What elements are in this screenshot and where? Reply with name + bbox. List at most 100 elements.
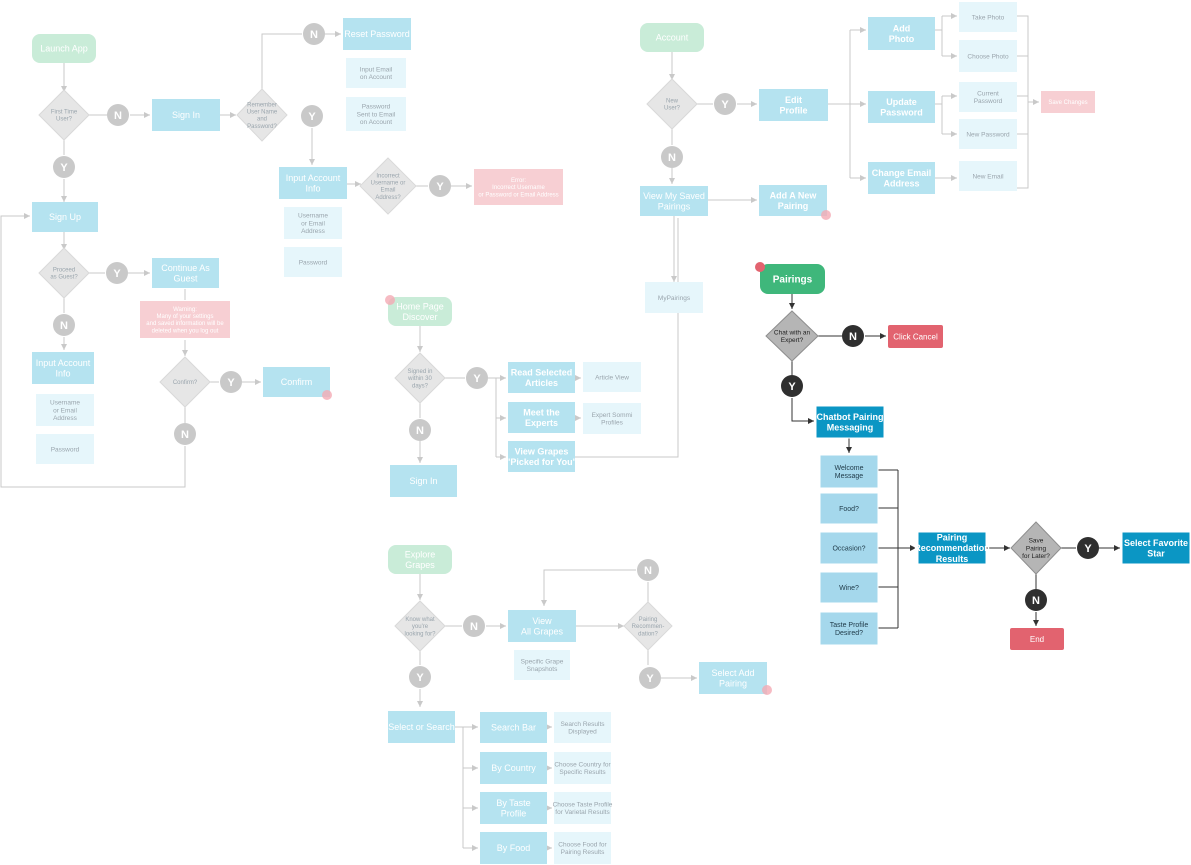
svg-text:N: N: [181, 429, 189, 441]
svg-text:Y: Y: [113, 268, 121, 280]
view-grapes-node[interactable]: View Grapes"Picked for You": [506, 441, 577, 472]
yes-badge: Y: [409, 666, 431, 688]
select-search-node[interactable]: Select or Search: [388, 711, 455, 743]
sign-in-node[interactable]: Sign In: [152, 99, 220, 131]
by-country-node[interactable]: By Country: [480, 752, 547, 784]
launch-app-node[interactable]: Launch App: [32, 34, 96, 63]
yes-badge: Y: [781, 375, 803, 397]
search-bar-node[interactable]: Search Bar: [480, 712, 547, 743]
marker-dot: [762, 685, 772, 695]
article-view-node: Article View: [583, 362, 641, 392]
node-label: Save Changes: [1048, 100, 1087, 106]
node-label: New Email: [972, 173, 1004, 180]
marker-dot: [755, 262, 765, 272]
yes-badge: Y: [1077, 537, 1099, 559]
confirm-node[interactable]: Confirm: [263, 367, 330, 397]
node-label: Click Cancel: [893, 332, 938, 341]
node-label: Take Photo: [972, 14, 1005, 21]
svg-text:N: N: [644, 565, 652, 577]
node-label: Account: [656, 33, 689, 43]
no-badge: N: [174, 423, 196, 445]
my-pairings-node: MyPairings: [645, 282, 703, 313]
svg-text:Y: Y: [473, 373, 481, 385]
yes-badge: Y: [429, 175, 451, 197]
home-sign-in-node[interactable]: Sign In: [390, 465, 457, 497]
yes-badge: Y: [714, 93, 736, 115]
node-label: By Food: [497, 843, 531, 853]
node-label: Sign Up: [49, 212, 81, 222]
no-badge: N: [661, 146, 683, 168]
node-label: MyPairings: [658, 295, 691, 302]
node-label: Occasion?: [832, 545, 865, 552]
food-node: Food?: [819, 492, 879, 525]
save-changes-node[interactable]: Save Changes: [1041, 91, 1095, 113]
click-cancel-node[interactable]: Click Cancel: [888, 325, 943, 348]
node-label: New Password: [966, 131, 1010, 138]
account-node[interactable]: Account: [640, 23, 704, 52]
node-label: Search Bar: [491, 723, 536, 733]
occasion-node: Occasion?: [819, 531, 879, 565]
svg-text:Y: Y: [1084, 543, 1092, 555]
end-node: End: [1010, 628, 1064, 650]
node-label: Password: [51, 446, 80, 453]
reset-password-node[interactable]: Reset Password: [343, 18, 411, 50]
pairings-start-node[interactable]: Pairings: [760, 264, 825, 294]
by-food-node[interactable]: By Food: [480, 832, 547, 864]
sign-up-node[interactable]: Sign Up: [32, 202, 98, 232]
new-password-node: New Password: [959, 119, 1017, 149]
svg-text:Y: Y: [646, 673, 654, 685]
no-badge: N: [463, 615, 485, 637]
